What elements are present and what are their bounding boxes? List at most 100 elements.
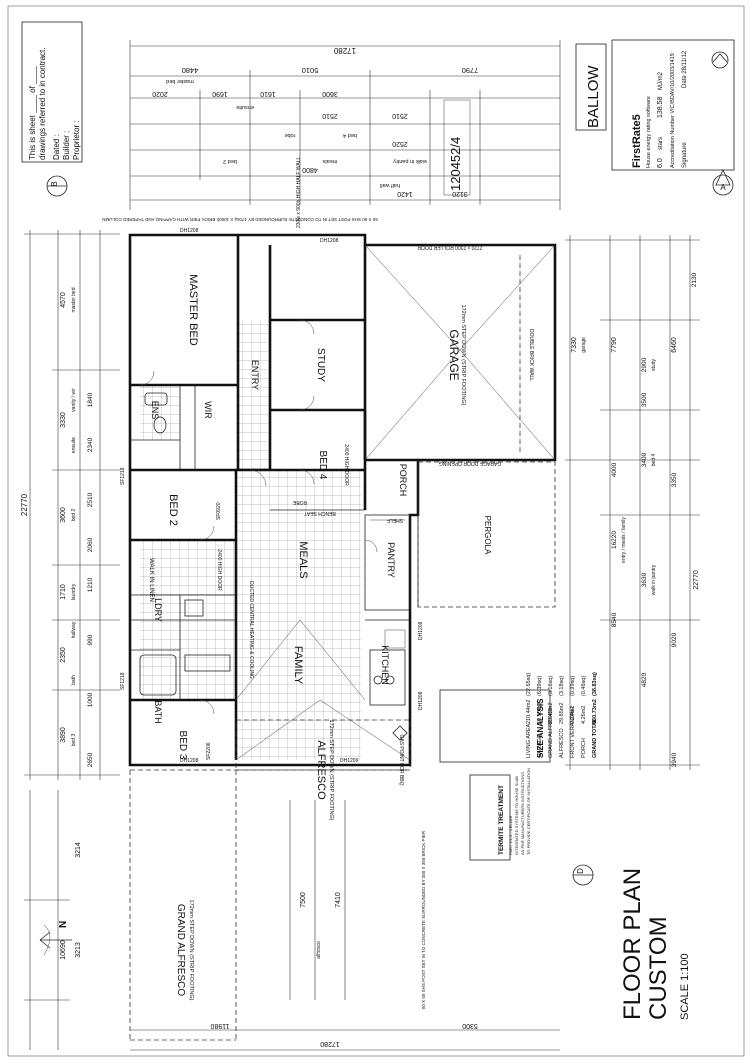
- door-tag-1: SF1218: [120, 467, 126, 485]
- north-label: N: [58, 921, 69, 928]
- door-tag-4: DH1208: [418, 621, 424, 640]
- bottom-dim-1: 3213: [75, 942, 82, 958]
- termite-treatment-box: TERMITE TREATMENT PART 3.1.3 - CELLAR IN…: [469, 768, 531, 861]
- left-dim-row1-4: 2350: [60, 647, 67, 663]
- firstrate-brand: FirstRate5: [631, 114, 643, 168]
- left-dim-row2-1: 2340: [87, 437, 94, 452]
- north-arrow: N: [39, 921, 72, 956]
- size-row-2-m2: 29.45m2: [548, 703, 554, 724]
- section-marker-b: B: [46, 175, 68, 197]
- room-bed2: BED 2: [167, 494, 179, 526]
- left-label-6: bath: [71, 675, 77, 685]
- room-alfresco: ALFRESCO: [315, 740, 327, 800]
- top-dim-row2-3: 3600: [322, 90, 338, 97]
- floor-plan: MASTER BED ENS WIR ENTRY STUDY GARAGE BE…: [102, 157, 557, 1041]
- left-dim-row1-2: 3600: [60, 507, 67, 523]
- right-dim-row2-5: 3350: [671, 472, 678, 487]
- sheet-line1: This is sheet ____ of ____: [28, 66, 37, 160]
- right-label-3: entry / meals / family: [621, 517, 627, 563]
- room-bed3: BED 3: [177, 731, 188, 760]
- project-name: BALLOW: [585, 65, 602, 128]
- termite-line2: INTEGRATED SYSTEMS TO HOUSE SLAB: [514, 776, 519, 855]
- sheet-info-box: This is sheet ____ of ____ drawings refe…: [21, 21, 83, 163]
- right-label-1: study: [651, 359, 657, 371]
- top-dimensions: 17280 4480 5010 7790 2020 1690 1610 3600…: [129, 40, 561, 210]
- bottom-dimensions: 10690 3213 3214 7500 7410 5300 11980 172…: [24, 790, 560, 1051]
- door-tag-3: SF1218: [120, 672, 126, 690]
- top-label-2: robe: [284, 132, 295, 138]
- size-row-1-label: GARAGE: [537, 734, 543, 758]
- firstrate-stars: 6.0: [657, 158, 664, 168]
- room-ldry: LDRY: [153, 598, 163, 622]
- size-row-4-label: FRONT VERANDAH: [570, 707, 576, 758]
- bottom-dim-overall: 17280: [320, 1040, 340, 1047]
- size-row-6-m2: 360.73m2: [592, 699, 598, 724]
- north-arrow-icon: [39, 931, 72, 949]
- right-dim-row1-0: 7330: [571, 337, 578, 353]
- firstrate-energy-unit: MJ/m2: [658, 71, 664, 90]
- door-tag-5: DH1208: [418, 691, 424, 710]
- left-label-0: master bed: [71, 287, 77, 312]
- right-dim-row2-0: 2130: [691, 272, 698, 287]
- sheet-line2: drawings referred to in contract.: [38, 48, 47, 161]
- project-name-box: BALLOW: [575, 43, 607, 131]
- top-label-7: half wall: [380, 182, 400, 188]
- left-dim-row1-1: 3330: [60, 412, 67, 428]
- left-dim-row2-4: 990: [87, 634, 94, 645]
- note-high-door-bed2: 2400 HIGH DOOR: [216, 549, 222, 591]
- firstrate-sub: House energy rating software: [646, 96, 652, 168]
- left-dim-row2-3: 1210: [87, 577, 94, 592]
- right-dim-row2-8: 3630: [641, 572, 648, 587]
- cooktop-icon: [385, 675, 395, 685]
- termite-title: TERMITE TREATMENT: [498, 785, 505, 855]
- note-high-door-bed4: 2400 HIGH DOOR: [343, 444, 349, 486]
- room-pantry: PANTRY: [386, 542, 396, 578]
- firstrate-energy: 138.58: [657, 96, 664, 118]
- note-roller-door: 2720 x 2300 ROLLER DOOR: [417, 244, 483, 250]
- size-row-6-label: GRAND TOTAL: [592, 718, 598, 758]
- top-dim-row1-1: 5010: [302, 66, 319, 75]
- top-dim-row2-0: 2020: [152, 90, 168, 97]
- size-row-1-m2: 59.35m2: [537, 703, 543, 724]
- door-tag-8: SF2206: [206, 742, 212, 760]
- size-row-0-m2: 210.44m2: [526, 700, 532, 724]
- bottom-dim-3: 7500: [300, 892, 307, 908]
- bottom-dim-0: 10690: [60, 940, 67, 960]
- size-row-2-sq: (3.16sq): [548, 676, 554, 696]
- bottom-dim-2: 3214: [75, 842, 82, 858]
- note-brick-wall: DOUBLE BRICK WALL: [528, 329, 534, 381]
- top-dim-row2-9: 1420: [397, 190, 413, 197]
- title-block: FLOOR PLAN CUSTOM SCALE 1:100: [619, 868, 691, 1020]
- firstrate-accreditation: Accreditation Number VIC/BDAV/10/2003/14…: [670, 53, 676, 168]
- bottom-dim-5: 5300: [462, 1022, 478, 1029]
- bottom-label-0: alfresco: [316, 941, 322, 959]
- top-label-6: bed 2: [223, 158, 237, 164]
- door-tag-9: SF0920: [216, 502, 222, 520]
- right-label-4: walk in pantry: [651, 564, 657, 595]
- left-dim-row2-6: 2650: [87, 752, 94, 767]
- top-dim-overall: 17280: [333, 46, 356, 55]
- firstrate-signature: Signature: [682, 142, 688, 168]
- right-dim-row2-10: 16220: [611, 531, 618, 549]
- size-row-2-label: GRAND ALFRESCO: [548, 707, 554, 758]
- top-dim-row2-8: 3120: [452, 190, 468, 197]
- top-dim-row1-2: 7790: [462, 66, 479, 75]
- size-row-1-sq: (6.39sq): [537, 676, 543, 696]
- size-row-5-sq: (0.46sq): [581, 676, 587, 696]
- right-label-2: bed 4: [651, 454, 657, 467]
- room-study: STUDY: [315, 348, 326, 382]
- size-row-3-m2: 29.85m2: [559, 703, 565, 724]
- right-dim-row1-1: 7790: [611, 337, 618, 353]
- top-dim-row2-1: 1690: [212, 90, 228, 97]
- gas-point-icon: [392, 725, 408, 741]
- top-dim-row2-4: 2510: [322, 112, 338, 119]
- room-grand-alfresco: GRAND ALFRESCO: [175, 904, 186, 996]
- left-dim-row1-5: 3890: [60, 727, 67, 743]
- right-dim-row2-2: 3500: [641, 392, 648, 407]
- left-dim-row1-0: 4570: [60, 292, 67, 308]
- note-half-wall: 230w x 900h HIGH HALF WALL: [296, 157, 302, 228]
- right-label-0: garage: [581, 337, 587, 353]
- right-dim-extra: 3940: [671, 752, 678, 767]
- note-robe: ROBE: [292, 499, 307, 505]
